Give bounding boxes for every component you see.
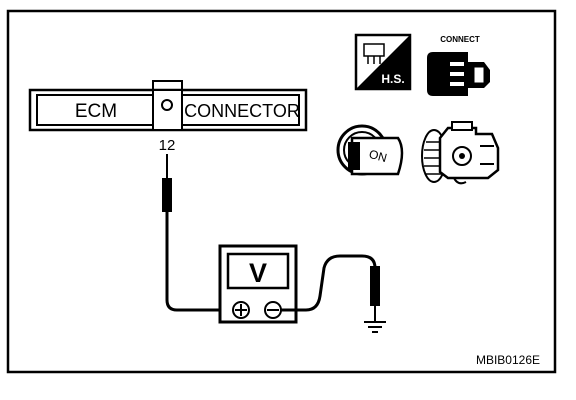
negative-terminal-icon <box>264 301 282 319</box>
positive-lead <box>162 154 230 312</box>
ignition-key-on-icon: ON <box>336 124 404 176</box>
connect-label: CONNECT <box>440 35 480 44</box>
connect-icon: CONNECT <box>427 35 490 96</box>
harness-sensor-label: H.S. <box>381 72 404 86</box>
connector-left-label: ECM <box>75 101 117 122</box>
positive-probe <box>162 178 172 212</box>
voltmeter-symbol: V <box>249 258 267 288</box>
ecm-connector: ECM CONNECTOR 12 <box>28 80 308 154</box>
negative-probe <box>370 266 380 306</box>
positive-terminal-icon <box>232 301 250 319</box>
ignition-on-label: ON <box>367 147 388 165</box>
voltmeter-display <box>226 252 290 290</box>
terminal-number: 12 <box>159 137 176 154</box>
negative-lead <box>281 254 386 333</box>
figure-id: MBIB0126E <box>476 353 540 367</box>
engine-icon <box>421 121 500 185</box>
ground-icon <box>364 321 386 333</box>
connector-right-label: CONNECTOR <box>184 101 300 121</box>
connector-key-hole <box>161 99 173 111</box>
harness-sensor-icon: H.S. <box>354 33 412 91</box>
